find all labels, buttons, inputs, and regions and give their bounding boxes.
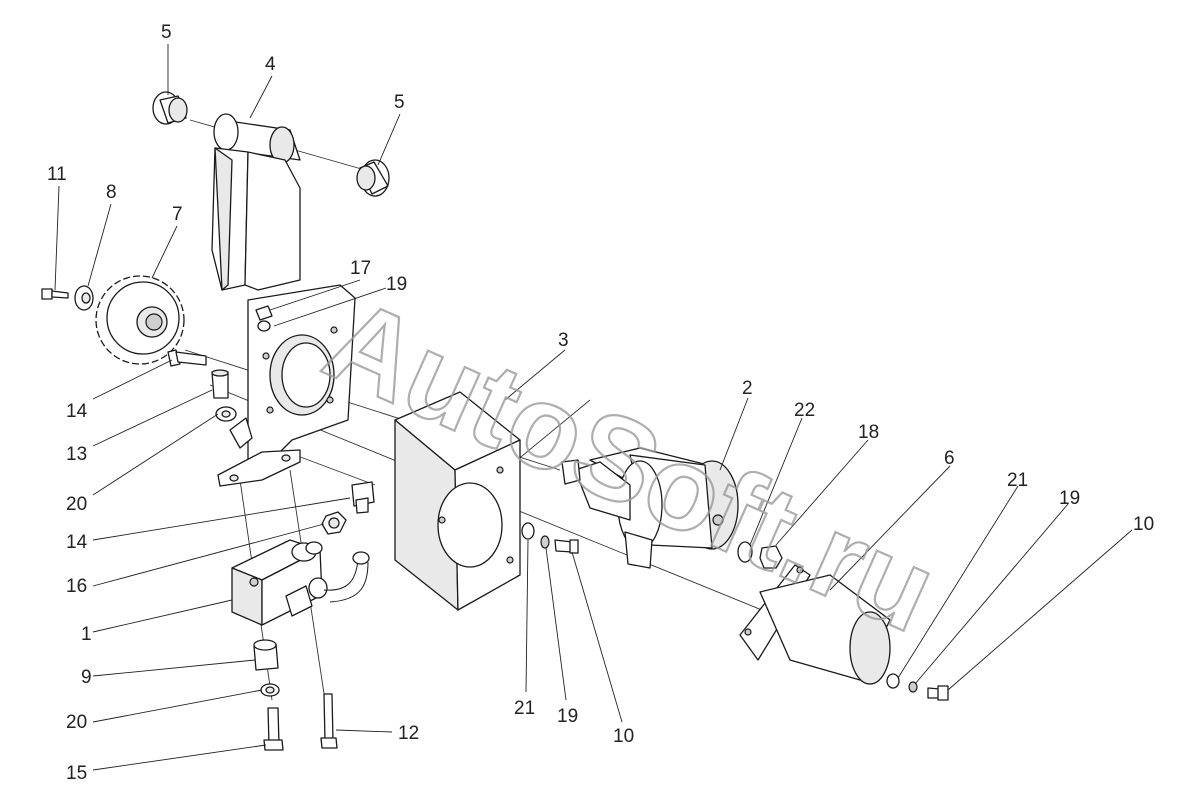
bushing-5-left	[152, 91, 188, 125]
callout-label: 19	[386, 274, 407, 295]
nut-16	[321, 511, 347, 535]
callout-label: 2	[742, 378, 753, 399]
leader-lines	[54, 44, 1133, 771]
nut-18	[759, 545, 783, 569]
bolt-14-upper	[167, 349, 207, 367]
callout-label: 14	[66, 401, 88, 422]
callout-label: 17	[350, 258, 371, 279]
callout-label: 5	[394, 92, 405, 113]
washer-19-middle	[540, 535, 550, 549]
washer-22	[737, 541, 753, 563]
cover-housing-3	[394, 391, 521, 611]
callout-label: 8	[106, 182, 117, 203]
washer-20-upper	[215, 406, 237, 422]
callout-label: 22	[794, 400, 815, 421]
bolt-15	[263, 707, 284, 751]
callout-label: 12	[398, 723, 419, 744]
bolt-13	[211, 369, 229, 399]
gear-7	[95, 275, 185, 365]
callout-label: 4	[265, 54, 276, 75]
washer-19-upper	[257, 320, 271, 332]
callout-label: 9	[81, 667, 92, 688]
bolt-10-middle	[554, 539, 579, 554]
bracket-arm-4	[211, 113, 301, 291]
callout-label: 14	[66, 532, 88, 553]
washer-19-right	[908, 681, 918, 693]
callout-label: 20	[66, 494, 87, 515]
washer-21-middle	[521, 522, 535, 540]
valve-block-1	[231, 539, 370, 626]
bushing-5-right	[356, 159, 390, 197]
callout-label: 6	[944, 448, 955, 469]
callout-label: 18	[858, 422, 879, 443]
nut-17	[255, 305, 273, 321]
callout-labels: 5 4 5 11 8 7 17 19 3 2 22 18 6 21 19 10 …	[47, 22, 1154, 784]
bolt-11	[41, 288, 69, 300]
callout-label: 16	[66, 576, 87, 597]
callout-label: 21	[514, 698, 535, 719]
callout-label: 1	[81, 624, 92, 645]
callout-label: 19	[557, 706, 578, 727]
bolt-10-right	[927, 685, 949, 701]
callout-label: 3	[558, 330, 569, 351]
callout-label: 21	[1007, 470, 1028, 491]
callout-label: 10	[613, 726, 634, 747]
washer-21-right	[886, 673, 900, 689]
callout-label: 10	[1133, 514, 1154, 535]
cover-cup-6	[739, 564, 891, 685]
mounting-plate	[217, 284, 356, 487]
washer-8	[74, 285, 94, 311]
callout-label: 5	[161, 22, 172, 43]
callout-label: 11	[47, 164, 67, 185]
bolt-14-lower	[351, 481, 375, 514]
washer-20-lower	[260, 683, 280, 697]
callout-label: 19	[1059, 488, 1080, 509]
callout-label: 7	[172, 204, 183, 225]
fitting-9	[253, 639, 279, 671]
motor-2	[561, 447, 739, 569]
bolt-12	[320, 693, 338, 749]
callout-label: 20	[66, 712, 87, 733]
callout-label: 13	[66, 444, 87, 465]
callout-label: 15	[66, 763, 87, 784]
